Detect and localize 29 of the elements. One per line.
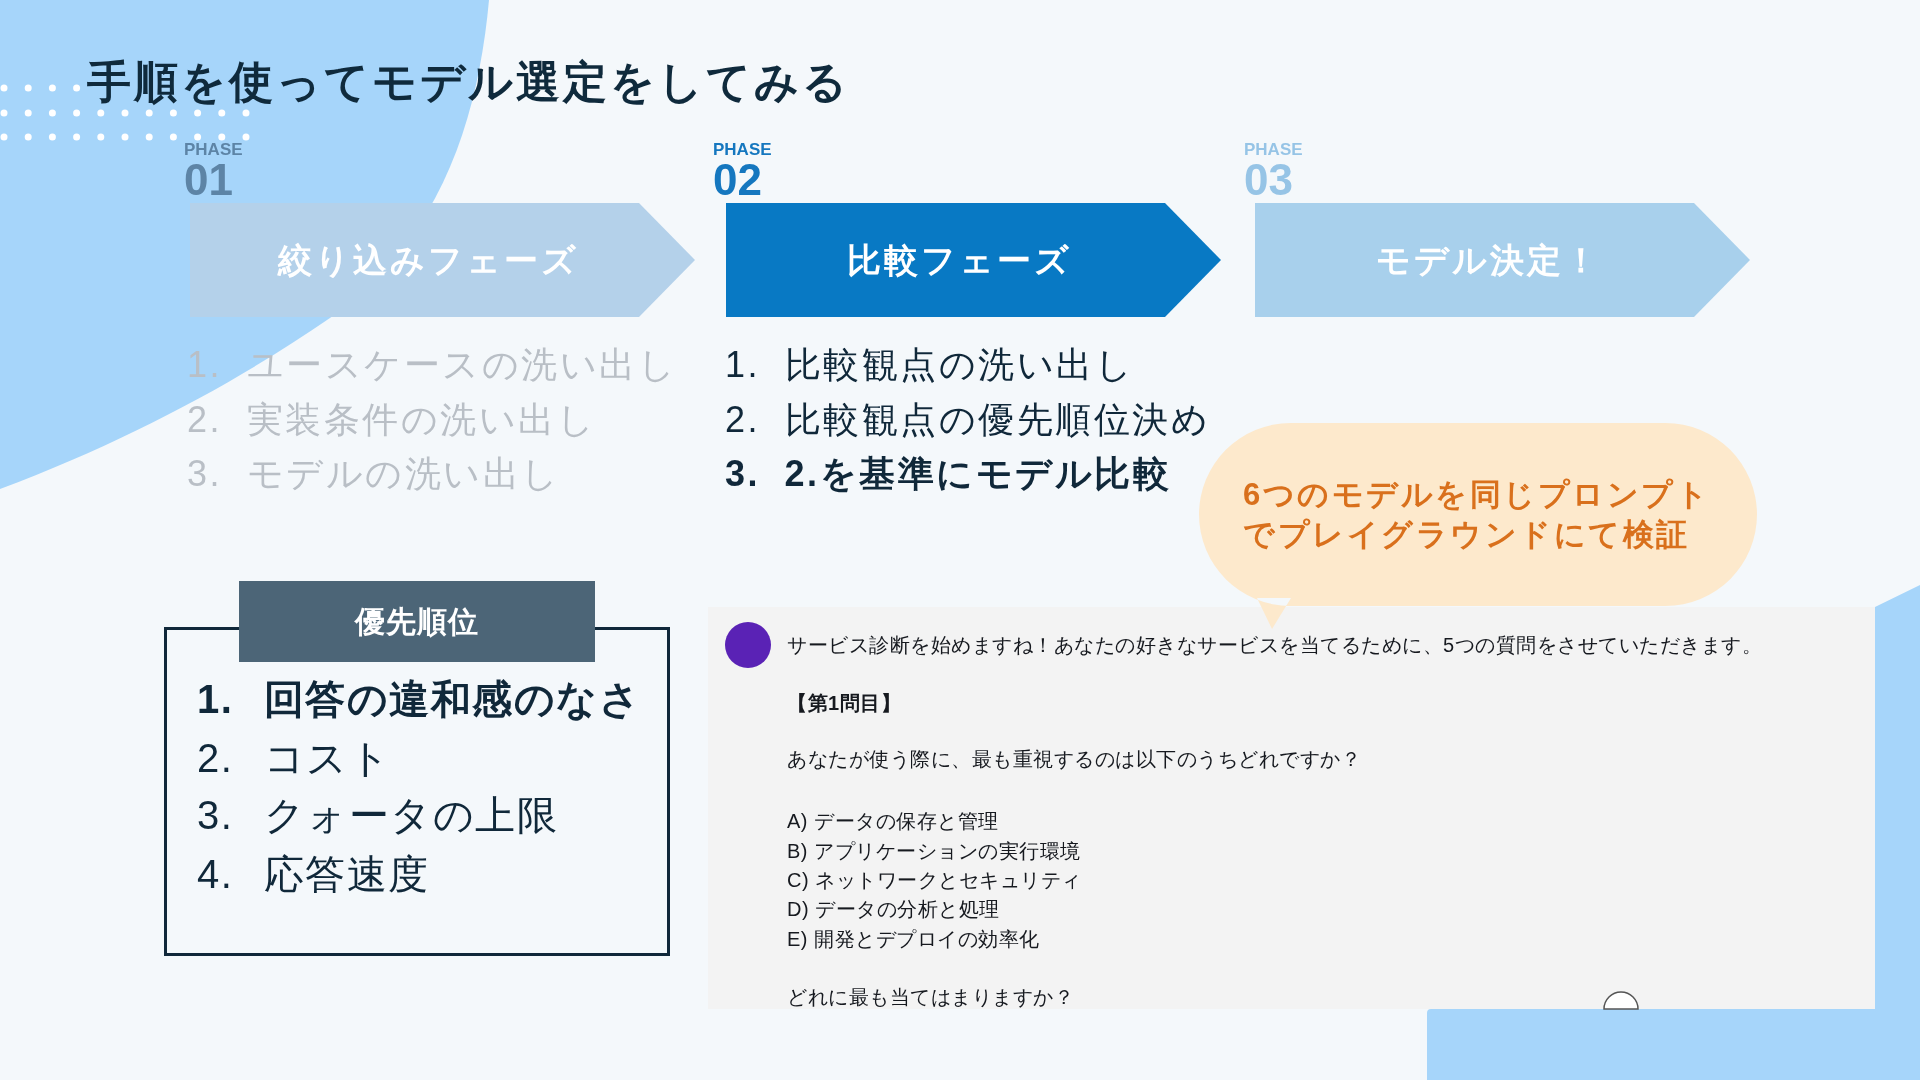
- phase-label: PHASE: [713, 140, 772, 158]
- chat-text: A) データの保存と管理: [787, 810, 999, 832]
- chevron-box: 絞り込みフェーズ: [190, 203, 695, 317]
- list-item: 3. クォータの上限: [197, 792, 559, 839]
- phase-number: 03: [1244, 158, 1293, 202]
- chat-text: D) データの分析と処理: [787, 898, 1000, 920]
- chat-text: E) 開発とデプロイの効率化: [787, 928, 1040, 950]
- chat-text: あなたが使う際に、最も重視するのは以下のうちどれですか？: [787, 748, 1361, 770]
- chat-text: どれに最も当てはまりますか？: [787, 986, 1074, 1008]
- chat-text: サービス診断を始めますね！あなたの好きなサービスを当てるために、5つの質問をさせていただきます。: [787, 634, 1763, 656]
- chat-text: C) ネットワークとセキュリティ: [787, 869, 1082, 891]
- list-item: 3. 2.を基準にモデル比較: [725, 452, 1172, 496]
- header-tab: 優先順位: [239, 581, 595, 662]
- chevron-box: モデル決定！: [1255, 203, 1750, 317]
- chat-text: B) アプリケーションの実行環境: [787, 840, 1081, 862]
- phase-number: 02: [713, 158, 762, 202]
- chevron-box: 比較フェーズ: [726, 203, 1221, 317]
- phase-label: PHASE: [1244, 140, 1303, 158]
- chat-panel: [708, 607, 1875, 1009]
- list-item: 3. モデルの洗い出し: [187, 452, 561, 496]
- list-item: 1. 比較観点の洗い出し: [725, 343, 1135, 387]
- list-item: 2. コスト: [197, 735, 392, 782]
- title: 手順を使ってモデル選定をしてみる: [87, 55, 850, 108]
- phase-number: 01: [184, 158, 233, 202]
- phase-label: PHASE: [184, 140, 243, 158]
- list-item: 1. 回答の違和感のなさ: [197, 676, 642, 723]
- list-item: 4. 応答速度: [197, 851, 430, 898]
- list-item: 2. 実装条件の洗い出し: [187, 398, 597, 442]
- chat-text: 【第1問目】: [787, 692, 902, 714]
